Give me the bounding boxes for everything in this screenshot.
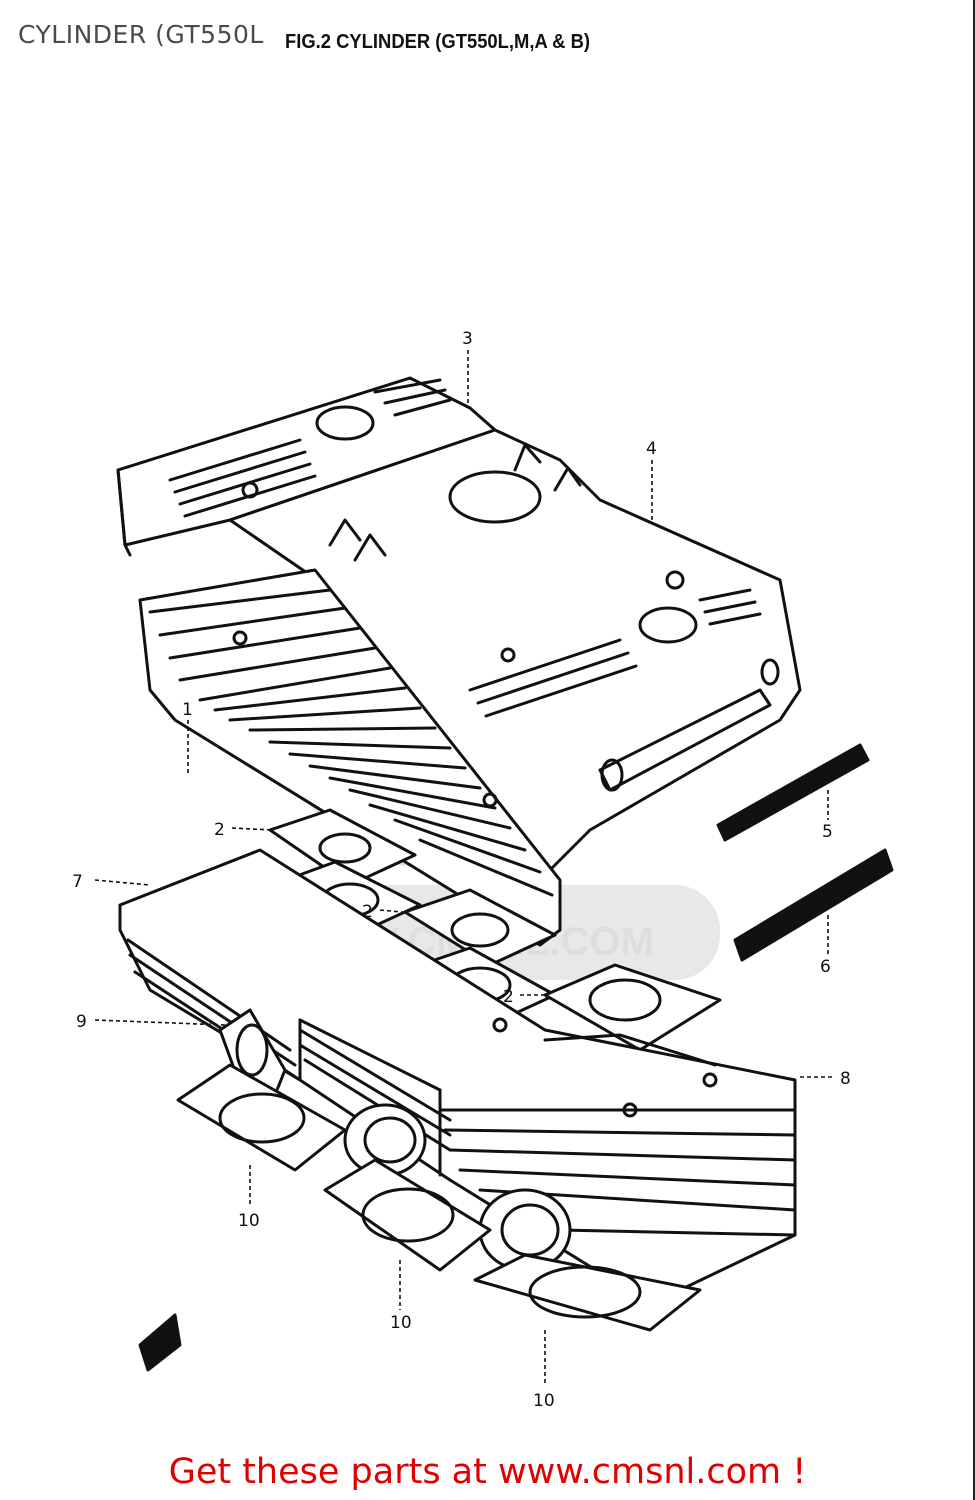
head-gaskets-part-2[interactable] (268, 808, 722, 1052)
footer-link-text[interactable]: Get these parts at www.cmsnl.com ! (168, 1452, 807, 1492)
callout-2b: 2 (362, 902, 373, 922)
callout-labels: 3 4 1 2 7 5 6 2 2 9 8 10 10 10 (72, 329, 851, 1411)
base-gaskets-part-10[interactable] (176, 1063, 702, 1332)
callout-10c: 10 (533, 1391, 555, 1411)
intake-ports (343, 1103, 572, 1272)
head-cover-right-part-4[interactable] (228, 428, 802, 882)
callout-3: 3 (462, 329, 473, 349)
callout-2c: 2 (503, 987, 514, 1007)
page-right-border (973, 0, 975, 1500)
callout-1: 1 (182, 700, 193, 720)
callout-4: 4 (646, 439, 657, 459)
callout-10a: 10 (238, 1211, 260, 1231)
page-title: CYLINDER (GT550L (18, 20, 264, 49)
callout-5: 5 (822, 822, 833, 842)
callout-7: 7 (72, 872, 83, 892)
callout-8: 8 (840, 1069, 851, 1089)
callout-10b: 10 (390, 1313, 412, 1333)
callout-9: 9 (76, 1012, 87, 1032)
decal-part-6[interactable] (733, 848, 894, 962)
front-arrow-icon (138, 1313, 182, 1372)
leader-lines (94, 350, 835, 1385)
figure-title: FIG.2 CYLINDER (GT550L,M,A & B) (285, 31, 590, 53)
decal-part-5[interactable] (716, 743, 870, 842)
callout-2a: 2 (214, 820, 225, 840)
callout-6: 6 (820, 957, 831, 977)
